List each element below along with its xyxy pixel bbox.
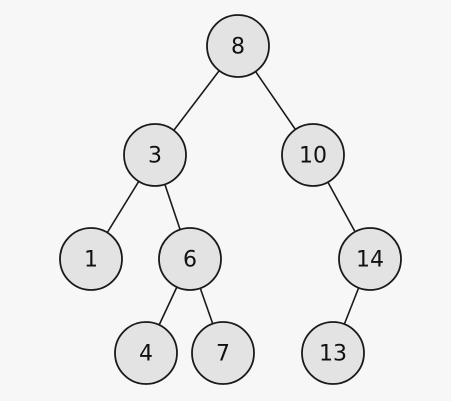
tree-node-4: 4 [114, 321, 178, 385]
node-label: 1 [84, 248, 98, 273]
tree-node-6: 6 [158, 227, 222, 291]
node-circle [281, 123, 345, 187]
node-label: 14 [356, 248, 384, 273]
tree-node-14: 14 [338, 227, 402, 291]
node-circle [59, 227, 123, 291]
node-label: 7 [216, 342, 230, 367]
node-circle [206, 14, 270, 78]
tree-node-3: 3 [123, 123, 187, 187]
node-circle [191, 321, 255, 385]
node-label: 8 [231, 35, 245, 60]
node-circle [158, 227, 222, 291]
node-label: 4 [139, 342, 153, 367]
node-circle [114, 321, 178, 385]
node-label: 10 [299, 144, 327, 169]
node-circle [338, 227, 402, 291]
tree-node-1: 1 [59, 227, 123, 291]
tree-edges [90, 45, 371, 354]
node-label: 6 [183, 248, 197, 273]
node-circle [123, 123, 187, 187]
node-label: 3 [148, 144, 162, 169]
tree-node-7: 7 [191, 321, 255, 385]
tree-node-10: 10 [281, 123, 345, 187]
node-circle [301, 321, 365, 385]
tree-nodes: 8 3 10 1 6 14 4 7 [59, 14, 402, 385]
node-label: 13 [319, 342, 347, 367]
tree-node-13: 13 [301, 321, 365, 385]
tree-node-8: 8 [206, 14, 270, 78]
